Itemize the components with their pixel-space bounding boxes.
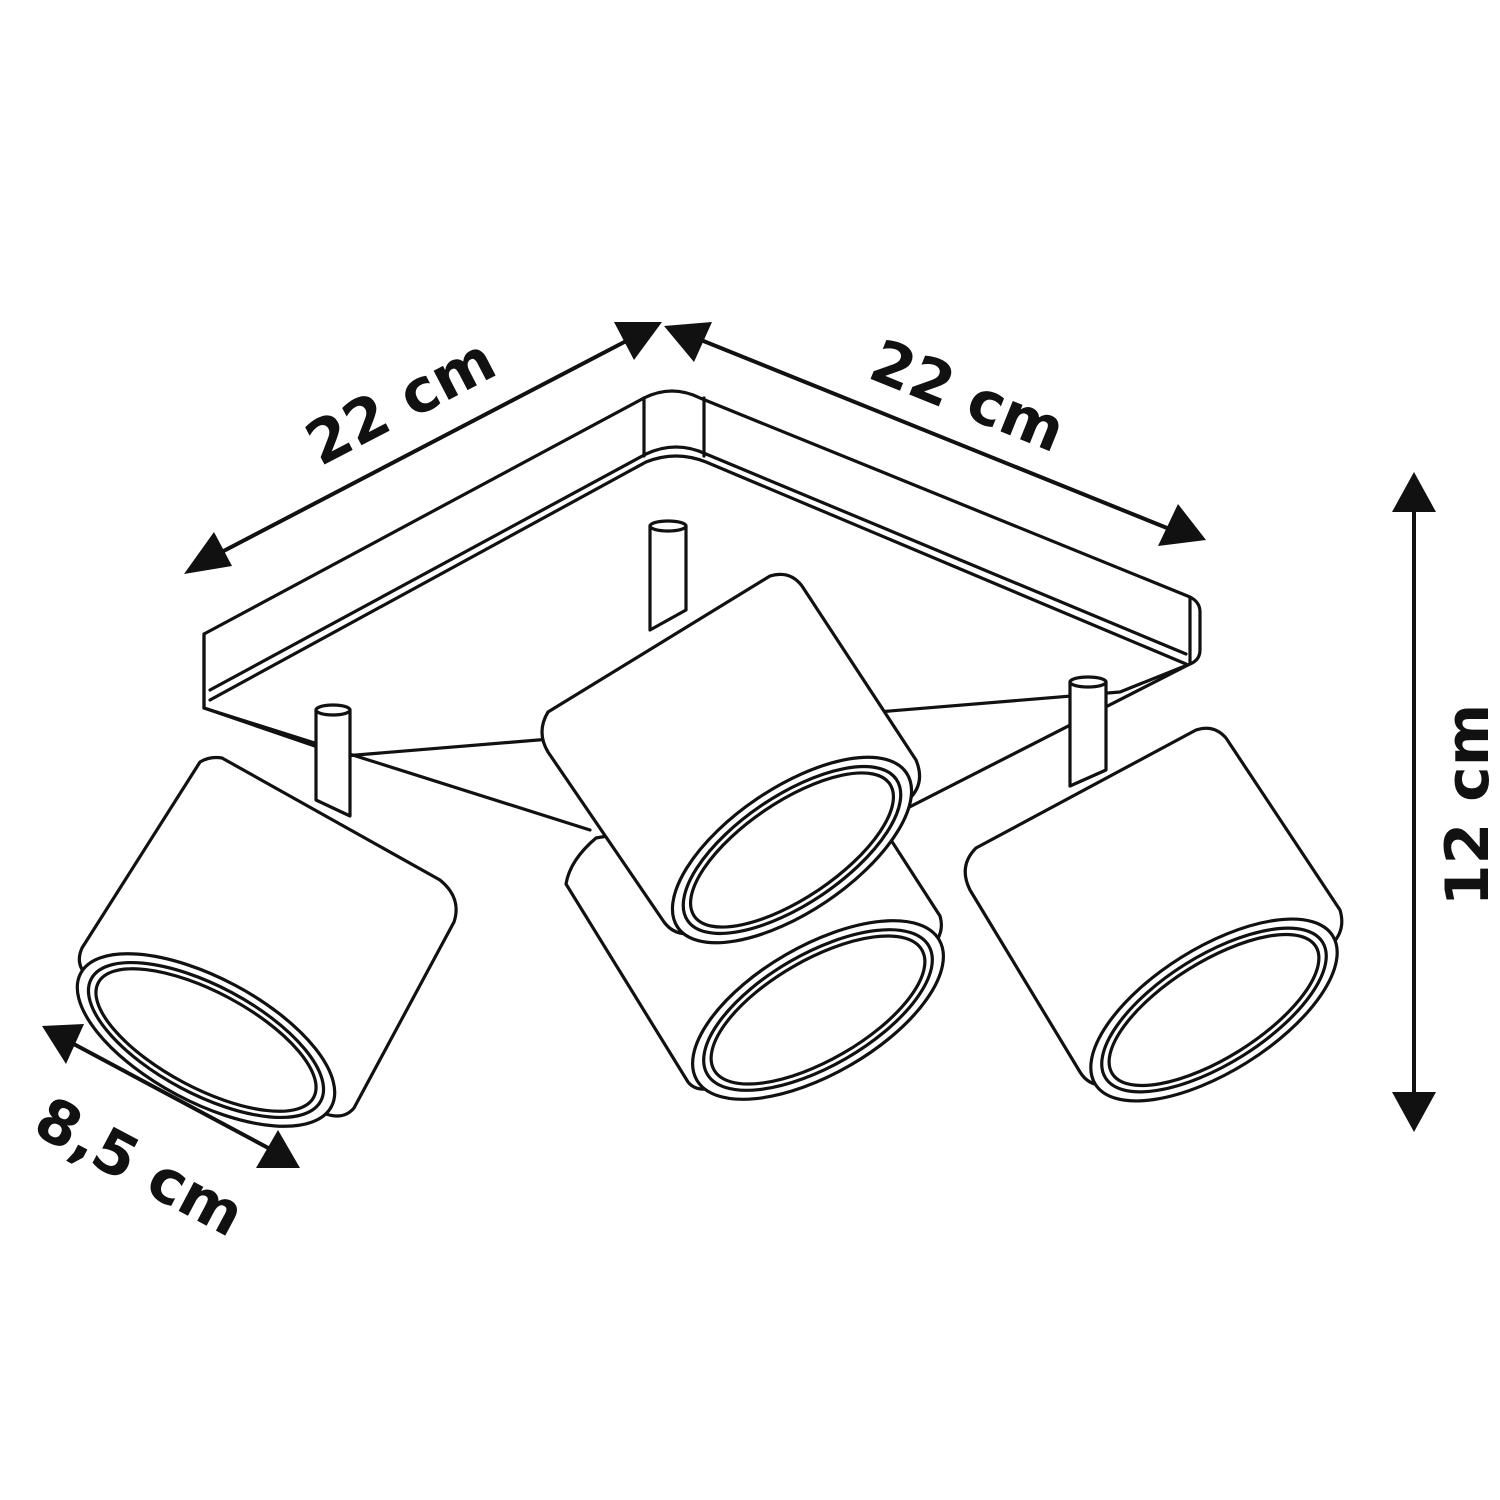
spot-right: [963, 726, 1344, 1103]
height-label: 12 cm: [1433, 704, 1500, 906]
stems: [314, 519, 1108, 818]
spot-top-center: [540, 572, 922, 945]
base-plate: [202, 389, 1202, 832]
spot-left: [75, 755, 458, 1128]
dimension-height: 12 cm: [1392, 472, 1500, 1132]
